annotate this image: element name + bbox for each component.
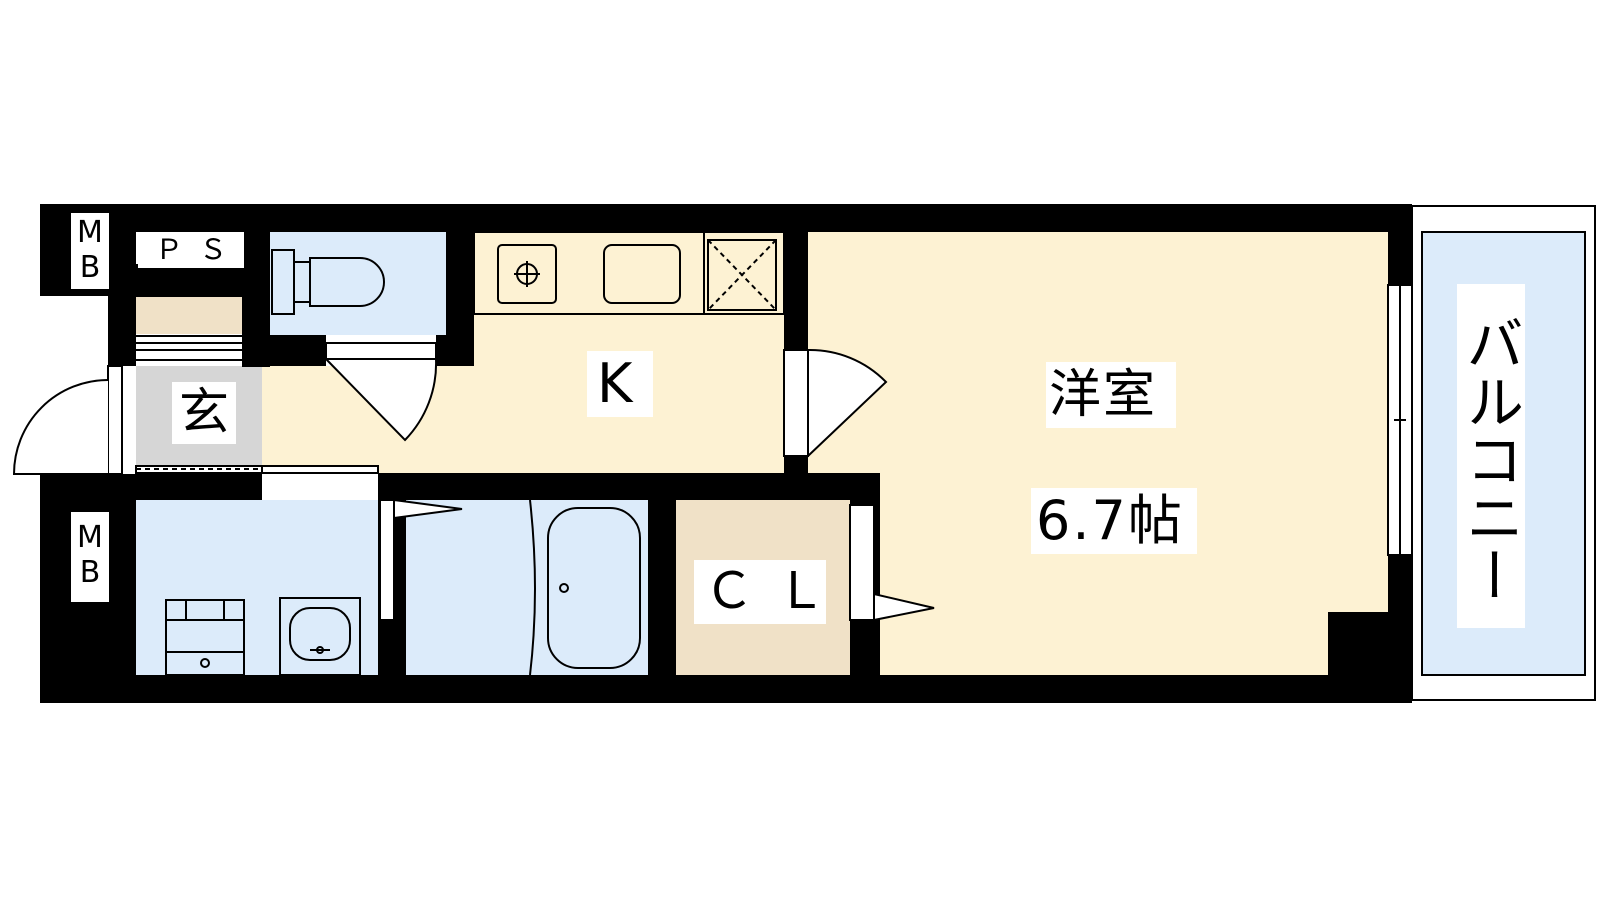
room-door: [807, 348, 888, 459]
bathroom-floor: [406, 500, 648, 675]
balcony-window: [1387, 284, 1413, 556]
meter-box-top-label: M B: [71, 213, 109, 289]
washbasin: [279, 597, 361, 676]
toilet-floor: [270, 232, 446, 335]
meter-box-bottom-label: M B: [71, 512, 109, 602]
washroom-floor: [136, 500, 378, 675]
shoe-storage-shelves: [136, 335, 242, 361]
kitchen-counter: [473, 231, 785, 315]
kitchen-door-frame: [783, 349, 809, 457]
kitchen-label: K: [587, 351, 653, 417]
meter-box-bottom-line1: M: [77, 520, 103, 555]
western-room-size: 6.7帖: [1031, 488, 1197, 554]
closet-doors: [849, 504, 875, 621]
toilet-fixture: [271, 249, 385, 315]
washroom-door-frame: [379, 499, 395, 621]
washroom-door-leaf: [393, 498, 463, 520]
washing-machine-pan: [165, 599, 245, 676]
western-room-label: 洋室: [1046, 362, 1176, 428]
meter-box-top-line1: M: [77, 215, 103, 250]
shoe-storage: [136, 297, 242, 334]
toilet-door: [323, 342, 438, 442]
meter-box-top-line2: B: [79, 250, 101, 285]
closet-door-leaf: [873, 592, 935, 622]
western-room-floor: [808, 232, 1388, 675]
entrance-step: [135, 465, 379, 474]
closet-label: ＣＬ: [694, 560, 826, 624]
pipe-space-label: ＰＳ: [138, 232, 244, 268]
meter-box-bottom-line2: B: [79, 555, 101, 590]
front-door: [12, 365, 123, 475]
entrance-label: 玄: [172, 382, 236, 444]
bathtub: [529, 499, 641, 676]
balcony-label: バルコニー: [1456, 284, 1525, 628]
